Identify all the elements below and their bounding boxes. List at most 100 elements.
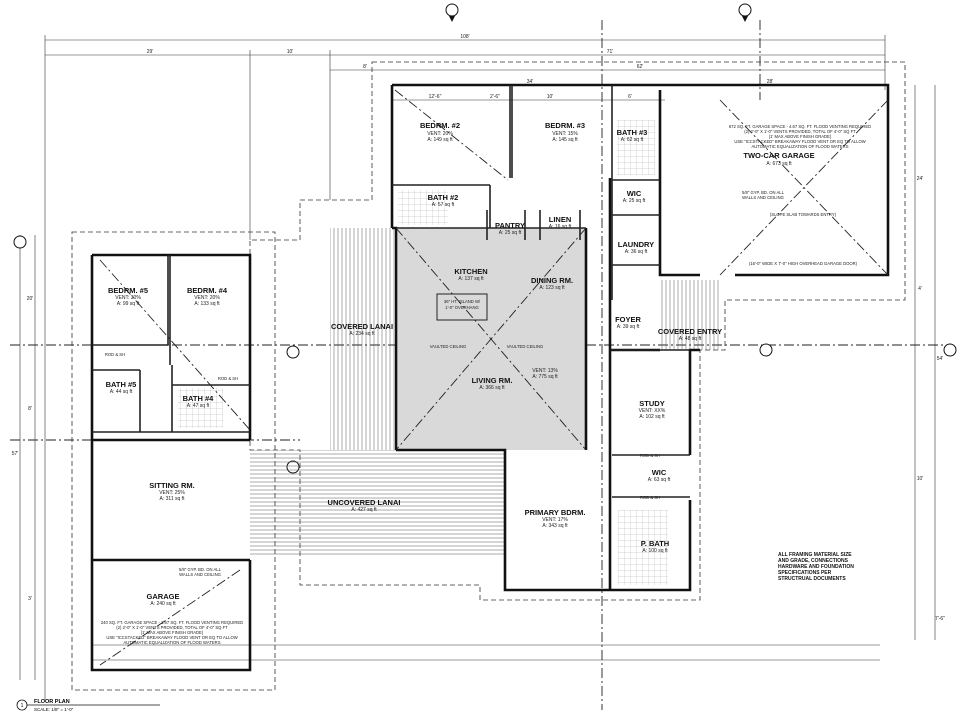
label-text: A: 57 sq ft xyxy=(432,202,455,208)
label-text: VENT: 20% xyxy=(194,295,220,301)
label-text: USE "ICCSTACKED" BREAKAWAY FLOOD VENT OR… xyxy=(734,139,865,144)
dim-text: 10' xyxy=(547,94,554,100)
dim-text: 7'-6" xyxy=(935,616,945,622)
label-text: ALL FRAMING MATERIAL SIZE xyxy=(778,552,852,558)
island-note: 1'-0" OVERHANG xyxy=(445,305,478,310)
covered-entry-hatch xyxy=(660,280,720,350)
label-text: BEDRM. #3 xyxy=(545,121,585,130)
label-text: ROD & SH xyxy=(218,376,238,381)
label-text: COVERED ENTRY xyxy=(658,327,722,336)
dim-text: 54' xyxy=(937,356,944,362)
label-text: A: 44 sq ft xyxy=(110,389,133,395)
label-text: A: 137 sq ft xyxy=(458,276,484,282)
label-text: A: 47 sq ft xyxy=(187,403,210,409)
room-bath-5: BATH #5A: 44 sq ft xyxy=(106,380,137,395)
label-text: A: 100 sq ft xyxy=(642,548,668,554)
dim-text: 71' xyxy=(607,49,614,55)
room-living: LIVING RM.A: 366 sq ft xyxy=(472,376,513,391)
label-text: PANTRY xyxy=(495,221,525,230)
label-text: A: 48 sq ft xyxy=(679,336,702,342)
room-bath-3: BATH #3A: 62 sq ft xyxy=(617,128,648,143)
label-text: A: 240 sq ft xyxy=(150,601,176,607)
label-text: A: 673 sq ft xyxy=(766,161,792,167)
label-text: LAUNDRY xyxy=(618,240,654,249)
label-text: 1 xyxy=(21,703,24,709)
room-great-room: VENT: 13%A: 775 sq ft xyxy=(532,368,558,380)
garage-notes: 672 SQ. FT. GARAGE SPACE - 4.67 SQ. FT. … xyxy=(101,124,871,645)
walls xyxy=(90,83,890,672)
dim-text: 3' xyxy=(28,596,32,602)
dim-text: 10' xyxy=(917,476,924,482)
label-text: BEDRM. #2 xyxy=(420,121,460,130)
label-text: (2) 2'-0" X 1'-0" VENTS PROVIDED, TOTAL … xyxy=(116,625,228,630)
island-note: 36" HT. ISLAND W/ xyxy=(444,299,481,304)
room-sitting: SITTING RM.VENT: 25%A: 311 sq ft xyxy=(149,481,194,502)
label-text: HARDWARE AND FOUNDATION xyxy=(778,564,854,570)
label-text: VENT: 17% xyxy=(542,517,568,523)
label-text: KITCHEN xyxy=(454,267,487,276)
label-text: SPECIFICATIONS PER xyxy=(778,570,832,576)
label-text: A: 234 sq ft xyxy=(349,331,375,337)
label-text: (2) 2'-0" X 1'-0" VENTS PROVIDED, TOTAL … xyxy=(744,129,856,134)
label-text: A: 36 sq ft xyxy=(625,249,648,255)
label-text: BATH #5 xyxy=(106,380,137,389)
label-text: A: 16 sq ft xyxy=(549,224,572,230)
label-text: A: 63 sq ft xyxy=(648,477,671,483)
dim-overall: 108' xyxy=(460,34,469,40)
label-text: A: 123 sq ft xyxy=(539,285,565,291)
label-text: A: 39 sq ft xyxy=(617,324,640,330)
label-text: 672 SQ. FT. GARAGE SPACE - 4.67 SQ. FT. … xyxy=(729,124,871,129)
label-text: WIC xyxy=(627,189,642,198)
label-text: A: 343 sq ft xyxy=(542,523,568,529)
label-text: WALLS AND CEILING xyxy=(742,195,784,200)
label-text: 5/8" GYP. BD. ON ALL xyxy=(742,190,785,195)
label-text: A: 149 sq ft xyxy=(427,137,453,143)
label-text: ROD & SH xyxy=(640,453,660,458)
label-text: A: 145 sq ft xyxy=(552,137,578,143)
label-text: AUTOMATIC EQUALIZATION OF FLOOD WATERS xyxy=(123,640,220,645)
label-text: (1' MAX ABOVE FINISH GRADE) xyxy=(769,134,832,139)
label-text: TWO-CAR GARAGE xyxy=(743,151,814,160)
dim-text: 24' xyxy=(917,176,924,182)
label-text: LINEN xyxy=(549,215,572,224)
label-text: ROD & SH xyxy=(105,352,125,357)
label-text: WIC xyxy=(652,468,667,477)
uncovered-lanai-hatch xyxy=(250,450,505,555)
label-text: A: 25 sq ft xyxy=(623,198,646,204)
label-text: UNCOVERED LANAI xyxy=(328,498,401,507)
label-text: FLOOR PLAN xyxy=(34,699,70,705)
label-text: STUDY xyxy=(639,399,664,408)
label-text: FOYER xyxy=(615,315,641,324)
dim-text: 62' xyxy=(637,64,644,70)
label-text: LIVING RM. xyxy=(472,376,513,385)
room-bath-4: BATH #4A: 47 sq ft xyxy=(183,394,215,409)
label-text: (1' MAX ABOVE FINISH GRADE) xyxy=(141,630,204,635)
label-text: VENT: 15% xyxy=(552,131,578,137)
dim-text: 34' xyxy=(527,79,534,85)
label-text: VENT: XX% xyxy=(639,408,666,414)
room-primary-bdrm: PRIMARY BDRM.VENT: 17%A: 343 sq ft xyxy=(525,508,586,529)
label-text: VENT: 30% xyxy=(115,295,141,301)
label-text: A: 311 sq ft xyxy=(160,496,186,502)
room-bath-2: BATH #2A: 57 sq ft xyxy=(428,193,459,208)
label-text: BATH #2 xyxy=(428,193,459,202)
label-text: (SLOPE SLAB TOWARDS ENTRY) xyxy=(770,212,837,217)
label-text: ROD & SH xyxy=(640,495,660,500)
vaulted-ceiling-note: VAULTED CEILING xyxy=(507,344,544,349)
label-text: (16'-0" WIDE X 7'-0" HIGH OVERHEAD GARAG… xyxy=(749,261,858,266)
label-text: STRUCTRUAL DOCUMENTS xyxy=(778,576,846,582)
dim-text: 8' xyxy=(363,64,367,70)
label-text: 240 SQ. FT. GARAGE SPACE - 1.67 SQ. FT. … xyxy=(101,620,243,625)
